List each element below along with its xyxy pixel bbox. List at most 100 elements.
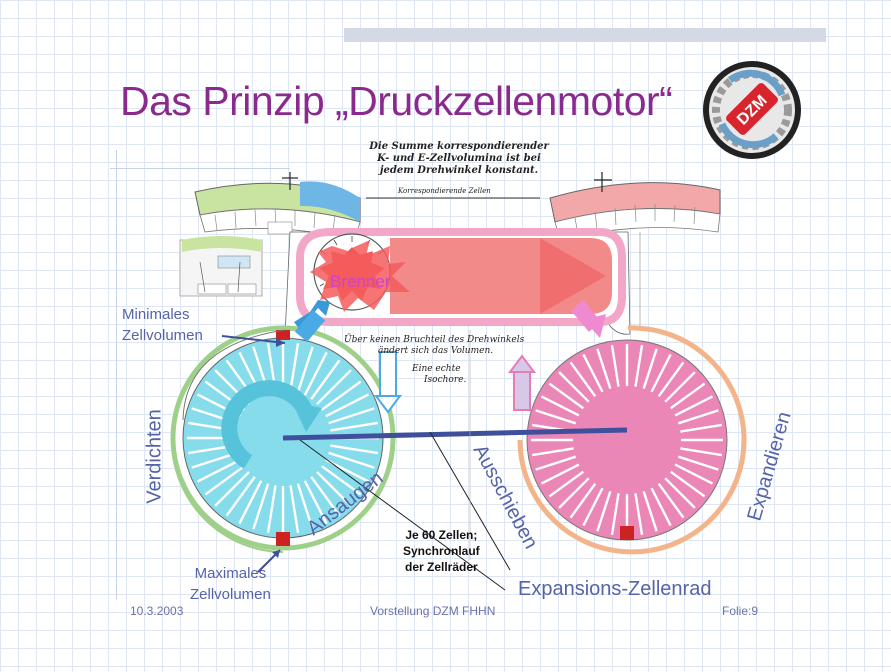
wheel-spoke <box>535 455 577 471</box>
wheel-spoke <box>596 348 612 390</box>
mid-note: Über keinen Bruchteil des Drehwinkels än… <box>344 335 554 357</box>
min-volume-line: Minimales <box>122 306 190 323</box>
wheel-spoke <box>634 493 644 536</box>
wheel-spoke <box>610 344 620 387</box>
top-decor-bar <box>344 28 826 42</box>
decor-vertical-line <box>116 150 117 600</box>
expansion-wheel-label: Expansions-Zellenrad <box>518 578 712 600</box>
max-volume-line: Zellvolumen <box>190 586 271 603</box>
wheel-spoke <box>582 353 604 393</box>
wheel-spoke <box>303 480 328 525</box>
wheel-spoke <box>303 351 328 396</box>
wheel-spoke <box>548 470 585 498</box>
min-volume-line: Zellvolumen <box>122 327 203 344</box>
wheel-spoke <box>669 470 706 498</box>
wheel-spoke <box>596 490 612 532</box>
top-note-small: Korrespondierende Zellen <box>398 187 491 195</box>
wheel-spoke <box>316 369 352 405</box>
wheel-spoke <box>325 393 370 418</box>
wheel-spoke <box>540 463 580 485</box>
cells-line: Je 60 Zellen; <box>405 528 478 542</box>
wheel-spoke <box>266 485 277 534</box>
isochore-line: Isochore. <box>424 375 467 385</box>
wheel-spoke <box>316 471 352 507</box>
top-left-sketch <box>179 172 361 297</box>
wheel-spoke <box>650 353 672 393</box>
wheel-spoke <box>674 463 714 485</box>
pointer-line-a <box>299 439 506 591</box>
wheel-spoke <box>548 382 585 410</box>
min-volume-label: Minimales Zellvolumen <box>122 304 203 346</box>
wheel-spoke <box>531 447 574 457</box>
wheel-spoke <box>310 476 341 517</box>
wheel-spoke <box>296 483 314 530</box>
synchron-shaft <box>282 427 628 441</box>
footer-date: 10.3.2003 <box>130 604 184 618</box>
wheel-spoke <box>657 482 685 519</box>
wheel-spoke <box>225 476 256 517</box>
wheel-spoke <box>634 344 644 387</box>
wheel-spoke <box>321 465 362 496</box>
wheel-spoke <box>330 421 379 432</box>
wheel-spoke <box>196 458 241 483</box>
slide-title: Das Prinzip „Druckzellenmotor“ <box>120 78 673 124</box>
wheel-spoke <box>677 455 719 471</box>
max-volume-label: Maximales Zellvolumen <box>190 563 271 605</box>
isochore-note: Eine echte Isochore. <box>412 364 466 386</box>
cells-line: Synchronlauf <box>403 544 480 558</box>
wheel-spoke <box>214 471 250 507</box>
wheel-spoke <box>558 477 590 509</box>
wheel-spoke <box>657 361 685 398</box>
wheel-spoke <box>328 451 375 469</box>
wheel-spoke <box>325 458 370 483</box>
wheel-spoke <box>238 480 263 525</box>
burner-label: Brenner <box>330 272 391 291</box>
isochore-line: Eine echte <box>412 364 461 374</box>
wheel-spoke <box>540 395 580 417</box>
wheel-spoke <box>328 407 375 425</box>
wheel-spoke <box>642 348 658 390</box>
wheel-spoke <box>252 483 270 530</box>
wheel-spoke <box>680 447 723 457</box>
footer-page: Folie:9 <box>722 604 759 618</box>
wheel-spoke <box>289 485 300 534</box>
wheel-spoke <box>642 490 658 532</box>
wheel-spoke <box>680 423 723 433</box>
wheel-spoke <box>296 346 314 393</box>
flow-arrows <box>294 300 606 414</box>
wheel-spoke <box>669 382 706 410</box>
burner-chamber <box>296 228 626 326</box>
wheel-spoke <box>569 361 597 398</box>
wheel-spoke <box>321 380 362 411</box>
top-note: Die Summe korrespondierender K- und E-Ze… <box>364 141 554 177</box>
wheel-spoke <box>289 342 300 391</box>
cells-label: Je 60 Zellen; Synchronlauf der Zellräder <box>403 527 480 575</box>
max-volume-line: Maximales <box>194 565 267 582</box>
mid-note-line: Über keinen Bruchteil des Drehwinkels <box>344 335 525 345</box>
top-note-line: Die Summe korrespondierender <box>369 141 549 152</box>
decor-horizontal-line <box>110 168 290 169</box>
compress-label: Verdichten <box>143 409 166 504</box>
compression-wheel <box>170 325 396 551</box>
wheel-spoke <box>330 444 379 455</box>
wheel-spoke <box>582 487 604 527</box>
mid-note-line: ändert sich das Volumen. <box>378 346 494 356</box>
min-volume-pointer <box>221 335 286 344</box>
top-note-line: jedem Drehwinkel konstant. <box>379 165 539 176</box>
top-note-line: K- und E-Zellvolumina ist bei <box>377 153 541 164</box>
wheel-spoke <box>650 487 672 527</box>
footer-center: Vorstellung DZM FHHN <box>370 604 496 618</box>
wheel-spoke <box>664 371 696 403</box>
wheel-spoke <box>558 371 590 403</box>
wheel-spoke <box>569 482 597 519</box>
wheel-spoke <box>677 409 719 425</box>
wheel-spoke <box>204 465 245 496</box>
wheel-spoke <box>610 493 620 536</box>
expansion-wheel <box>517 325 747 555</box>
wheel-spoke <box>664 477 696 509</box>
wheel-spoke <box>310 359 341 400</box>
wheel-spoke <box>674 395 714 417</box>
dzm-logo: DZM <box>703 61 801 159</box>
